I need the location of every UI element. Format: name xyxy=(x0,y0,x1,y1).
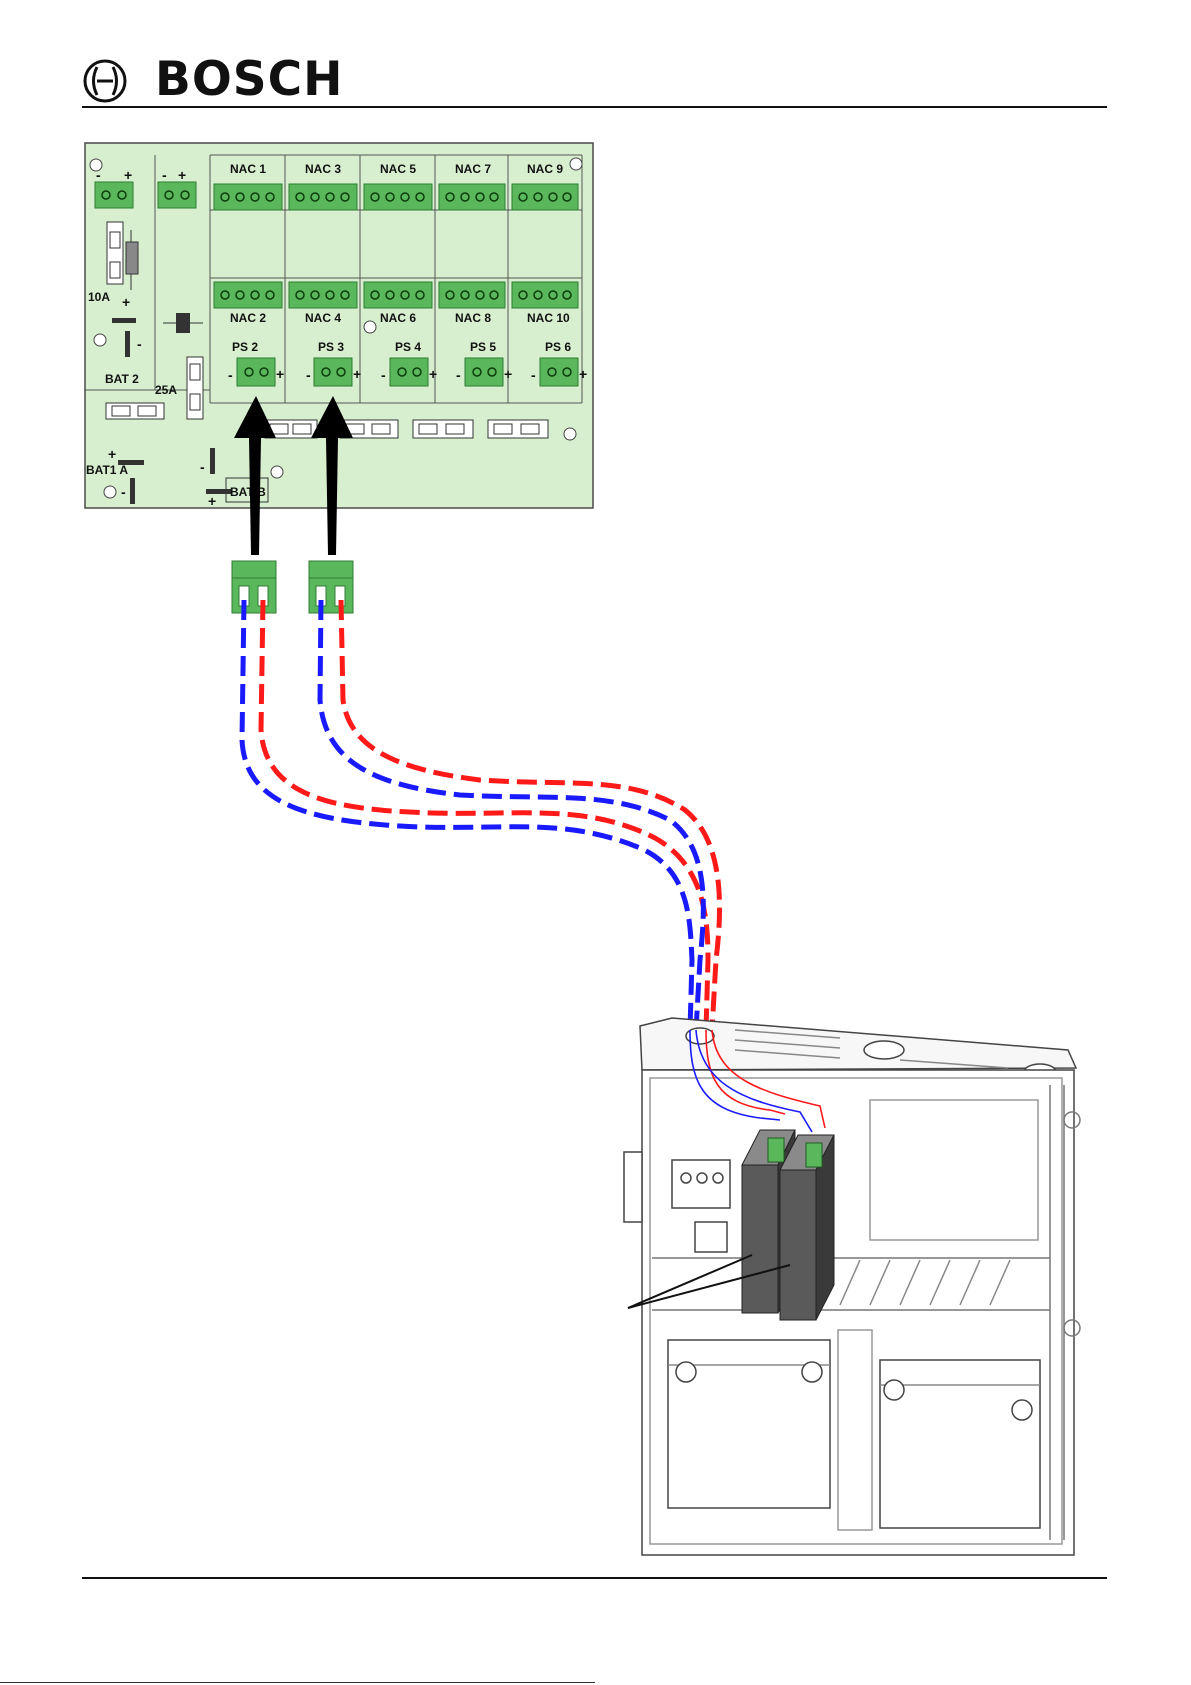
plus-label: + xyxy=(122,294,130,310)
plus-label: + xyxy=(124,167,132,183)
ps-label: PS 4 xyxy=(395,340,421,354)
nac-connector xyxy=(364,184,432,210)
ps-label: PS 2 xyxy=(232,340,258,354)
nac-label: NAC 9 xyxy=(527,162,563,176)
ps-label: PS 5 xyxy=(470,340,496,354)
ps-label: PS 3 xyxy=(318,340,344,354)
minus-label: - xyxy=(531,367,536,383)
fuse-10a-label: 10A xyxy=(88,290,110,304)
power-supply-module xyxy=(780,1135,834,1320)
fuse-25a-label: 25A xyxy=(155,383,177,397)
nac-connector xyxy=(214,282,282,308)
nac-label: NAC 7 xyxy=(455,162,491,176)
minus-label: - xyxy=(162,167,167,183)
jumper-block xyxy=(488,420,548,438)
nac-connector xyxy=(289,282,357,308)
plus-label: + xyxy=(208,493,216,509)
nac-label: NAC 1 xyxy=(230,162,266,176)
bat1a-label: BAT1 A xyxy=(86,463,128,477)
bat2-label: BAT 2 xyxy=(105,372,139,386)
wire-bundle xyxy=(242,600,720,1030)
ps-label: PS 6 xyxy=(545,340,571,354)
minus-label: - xyxy=(137,336,142,352)
plus-label: + xyxy=(178,167,186,183)
plug-connector xyxy=(232,561,276,613)
page-edge-line xyxy=(0,1682,595,1683)
nac-connector xyxy=(439,282,505,308)
fuse-25a xyxy=(187,357,203,419)
minus-label: - xyxy=(381,367,386,383)
enclosure-cabinet xyxy=(624,1018,1080,1555)
plus-label: + xyxy=(504,366,512,382)
plus-label: + xyxy=(579,366,587,382)
nac-label: NAC 6 xyxy=(380,311,416,325)
nac-connector xyxy=(512,282,578,308)
nac-label: NAC 8 xyxy=(455,311,491,325)
battery xyxy=(880,1360,1040,1528)
nac-connector xyxy=(214,184,282,210)
minus-label: - xyxy=(200,459,205,475)
plus-label: + xyxy=(276,366,284,382)
minus-label: - xyxy=(121,484,126,500)
plus-label: + xyxy=(429,366,437,382)
nac-connector xyxy=(512,184,578,210)
power-distribution-board: - + - + 10A + - BAT 2 25A xyxy=(85,143,593,509)
battery xyxy=(668,1340,830,1508)
nac-connector xyxy=(439,184,505,210)
nac-label: NAC 5 xyxy=(380,162,416,176)
bat-b-label: BAT B xyxy=(230,485,266,499)
jumper-block xyxy=(413,420,473,438)
plug-connector xyxy=(309,561,353,613)
nac-label: NAC 10 xyxy=(527,311,570,325)
minus-label: - xyxy=(228,367,233,383)
nac-connector xyxy=(289,184,357,210)
footer-rule xyxy=(82,1577,1107,1579)
jumper-block xyxy=(106,403,164,419)
nac-label: NAC 3 xyxy=(305,162,341,176)
minus-label: - xyxy=(306,367,311,383)
charger-output-connector xyxy=(158,182,196,208)
battery-input-connector xyxy=(95,182,133,208)
minus-label: - xyxy=(96,167,101,183)
minus-label: - xyxy=(456,367,461,383)
plus-label: + xyxy=(353,366,361,382)
nac-connector xyxy=(364,282,432,308)
nac-label: NAC 2 xyxy=(230,311,266,325)
nac-label: NAC 4 xyxy=(305,311,341,325)
plus-label: + xyxy=(108,446,116,462)
